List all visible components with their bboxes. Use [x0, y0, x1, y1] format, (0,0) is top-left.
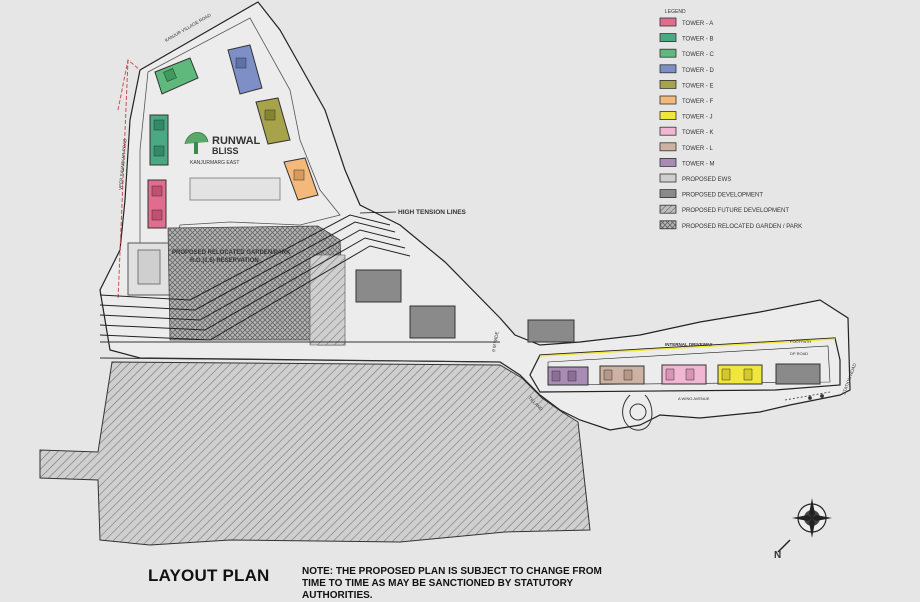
dev-block-2 [409, 305, 456, 339]
legend-swatch-8 [659, 142, 677, 152]
main-road [99, 341, 501, 363]
legend-label-13: PROPOSED RELOCATED GARDEN / PARK [682, 224, 802, 230]
legend-label-4: TOWER - E [682, 83, 714, 89]
ews-building [189, 177, 281, 201]
left-reserve-inner [137, 249, 161, 285]
yellow-line [539, 338, 836, 357]
dp-road-label: DP ROAD [790, 351, 808, 356]
page-title: LAYOUT PLAN [148, 566, 270, 585]
legend-swatch-12 [659, 204, 677, 214]
legend-swatch-7 [659, 126, 677, 136]
tower-d-block [227, 44, 263, 95]
legend-swatch-2 [659, 48, 677, 58]
legend-swatch-5 [659, 95, 677, 105]
disclaimer-note: NOTE: THE PROPOSED PLAN IS SUBJECT TO CH… [302, 566, 602, 601]
tower-f-block [283, 157, 319, 201]
tower-a-block [147, 179, 167, 229]
high-tension-label: HIGH TENSION LINES [398, 209, 467, 216]
footpath-label: FOOTPATH [790, 339, 811, 344]
legend-swatch-1 [659, 33, 677, 42]
svg-text:BLISS: BLISS [212, 146, 239, 156]
legend-label-7: TOWER - K [682, 130, 714, 136]
north-compass-icon: N [774, 498, 832, 561]
legend-swatch-9 [659, 157, 677, 167]
legend-swatch-6 [659, 111, 677, 120]
tower-b-block [149, 114, 169, 166]
dev-block-3 [527, 319, 575, 343]
road-left-label: VEER SAVARKAR ROAD [118, 138, 128, 191]
legend-label-0: TOWER - A [682, 21, 713, 27]
svg-text:RUNWAL: RUNWAL [212, 135, 261, 147]
legend-swatch-4 [659, 80, 677, 89]
svg-text:LEGEND: LEGEND [665, 9, 686, 15]
tower-j-block [717, 364, 763, 385]
high-tension-lines [99, 214, 411, 341]
legend-swatch-10 [659, 173, 677, 183]
legend-swatch-3 [659, 64, 677, 74]
legend-swatch-0 [659, 17, 677, 27]
legend-label-6: TOWER - J [682, 115, 713, 121]
legend-label-11: PROPOSED DEVELOPMENT [682, 193, 763, 199]
proposed-development-right [775, 363, 821, 385]
tower-l-block [599, 365, 645, 385]
legend-label-5: TOWER - F [682, 99, 714, 105]
runwal-bliss-logo: RUNWAL BLISS KANJURMARG EAST [184, 132, 261, 166]
legend-label-10: PROPOSED EWS [682, 177, 731, 183]
legend: LEGEND TOWER - A TOWER - B TOWER - C TOWER … [659, 9, 802, 230]
garden-label: PROPOSED RELOCATED GARDEN/PARK [172, 250, 291, 256]
tower-e-block [255, 97, 291, 145]
legend-label-9: TOWER - M [682, 161, 715, 167]
legend-label-1: TOWER - B [682, 37, 714, 43]
legend-label-8: TOWER - L [682, 146, 714, 152]
legend-swatch-13 [659, 220, 677, 230]
tower-c-block [154, 57, 199, 95]
svg-text:N: N [774, 550, 781, 561]
tower-k-block [661, 364, 707, 385]
road-mid-label: 9 M WIDE [491, 331, 499, 352]
legend-label-2: TOWER - C [682, 52, 715, 58]
right-boundary-detail [784, 391, 831, 401]
internal-driveway-label: INTERNAL DRIVEWAY [665, 342, 713, 347]
avenue-label: A WING AVENUE [678, 396, 710, 401]
cul-de-sac [622, 394, 653, 431]
legend-label-3: TOWER - D [682, 68, 715, 74]
legend-swatch-11 [659, 189, 677, 199]
garden-sub-label: R.G.(1.5) RESERVATION [190, 258, 259, 264]
svg-text:KANJURMARG EAST: KANJURMARG EAST [190, 160, 239, 166]
garden-strip [309, 254, 346, 346]
future-development-area [39, 361, 591, 546]
tower-m-block [547, 366, 589, 386]
dev-block-1 [355, 269, 402, 303]
legend-label-12: PROPOSED FUTURE DEVELOPMENT [682, 208, 789, 214]
road-left-edge-2 [117, 59, 129, 301]
high-tension-pointer [359, 211, 397, 214]
